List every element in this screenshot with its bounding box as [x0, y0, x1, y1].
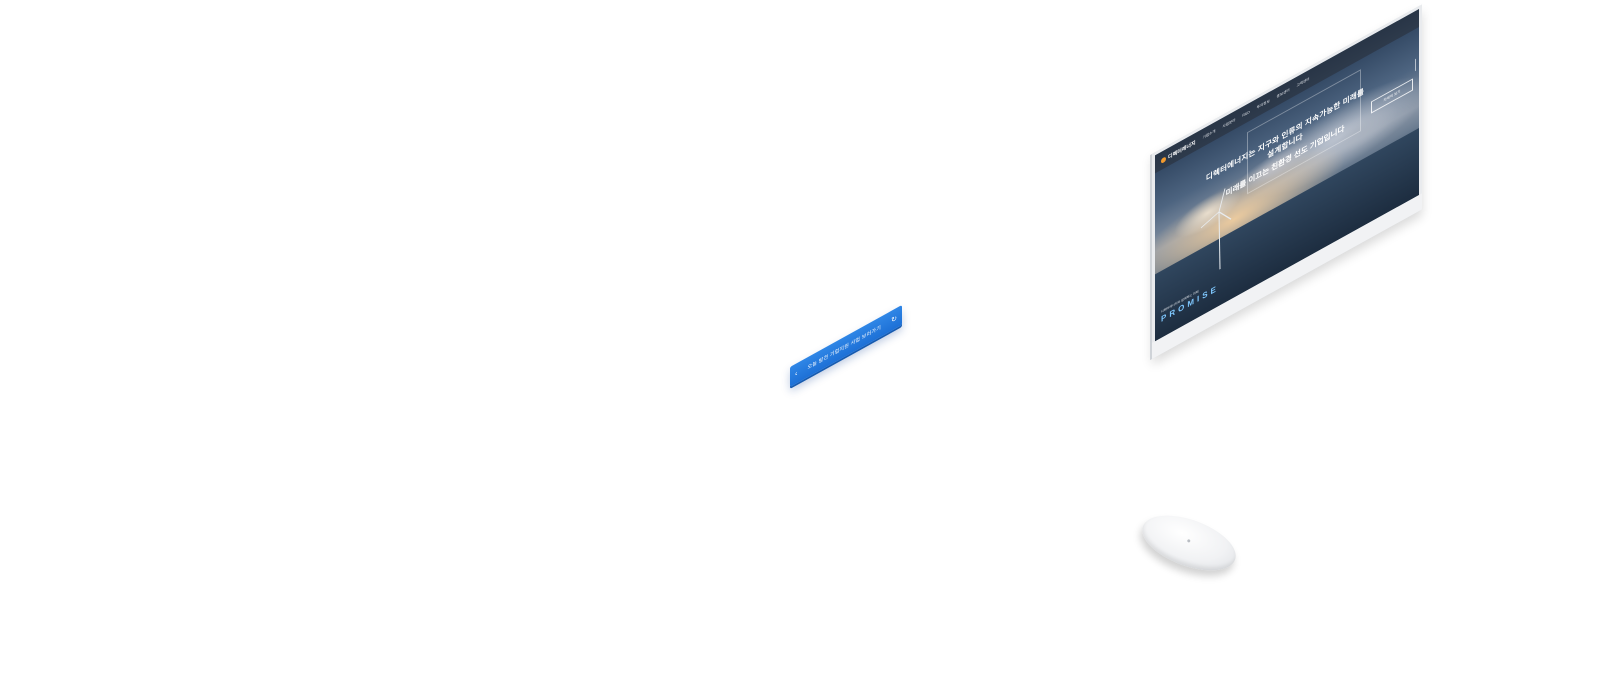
magic-mouse: ●	[1135, 504, 1243, 582]
logo-text: 디렉터에너지	[1168, 139, 1196, 161]
monitor-frame: 디렉터에너지 기업소개 사업분야 R&D 투자정보 홍보센터 고객센터 디렉터에…	[1152, 4, 1422, 360]
nav-item[interactable]: 기업소개	[1202, 128, 1216, 140]
chevron-left-icon[interactable]: ‹	[795, 369, 798, 378]
nav-item[interactable]: 투자정보	[1256, 98, 1270, 110]
nav-item[interactable]: 고객센터	[1296, 76, 1310, 88]
promo-banner-text: 오늘 발견 기업지원 사업 보러가기	[807, 324, 882, 371]
wind-turbine-illustration	[1200, 188, 1232, 270]
nav-item[interactable]: 사업분야	[1222, 117, 1236, 129]
nav-item[interactable]: R&D	[1242, 109, 1250, 118]
refresh-icon[interactable]: ↻	[891, 314, 897, 325]
website-screen: 디렉터에너지 기업소개 사업분야 R&D 투자정보 홍보센터 고객센터 디렉터에…	[1155, 8, 1419, 342]
nav-item[interactable]: 홍보센터	[1276, 87, 1290, 99]
site-logo[interactable]: 디렉터에너지	[1161, 138, 1196, 164]
scroll-indicator	[1415, 58, 1416, 72]
apple-logo-icon: ●	[1185, 537, 1192, 546]
logo-mark-icon	[1161, 155, 1166, 164]
promo-banner-bar[interactable]: ‹ 오늘 발견 기업지원 사업 보러가기 ↻	[790, 304, 902, 387]
